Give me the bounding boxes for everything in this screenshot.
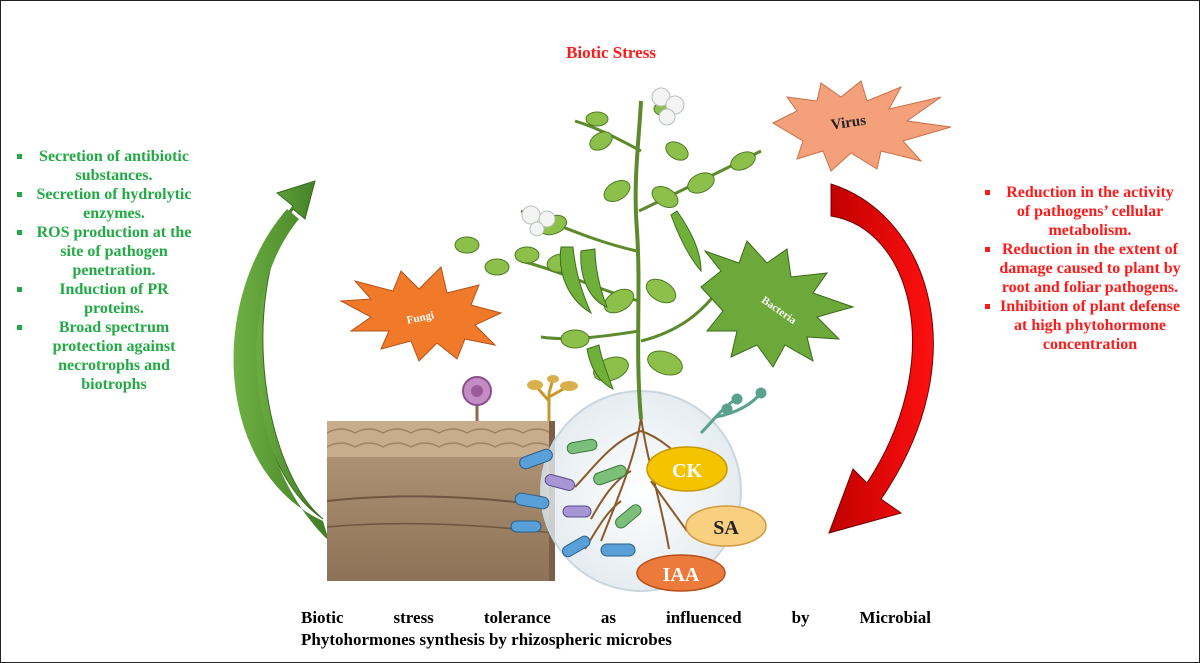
left-curved-arrow-body <box>233 209 329 541</box>
right-curved-arrow <box>828 183 934 534</box>
list-item: Reduction in the activity of pathogens’ … <box>985 183 1181 240</box>
list-item: ROS production at the site of pathogen p… <box>17 223 197 280</box>
list-item: Broad spectrum protection against necrot… <box>17 318 197 394</box>
sa-ellipse <box>685 505 767 547</box>
iaa-ellipse <box>636 554 726 592</box>
virus-burst <box>771 80 952 172</box>
figure-caption: Biotic stress tolerance as influenced by… <box>301 607 931 651</box>
sa-label: SA <box>713 517 739 539</box>
bacteria-burst <box>700 240 855 368</box>
list-item: Secretion of hydrolytic enzymes. <box>17 185 197 223</box>
flower-icon <box>521 87 685 237</box>
virus-label: Virus <box>830 113 867 134</box>
fungi-burst <box>339 266 503 362</box>
iaa-label: IAA <box>663 564 700 586</box>
fungi-label: Fungi <box>406 309 435 326</box>
pea-pods <box>559 210 702 391</box>
plant-leaves <box>454 101 756 382</box>
mushroom-icon <box>462 376 492 421</box>
list-item: Reduction in the extent of damage caused… <box>985 240 1181 297</box>
list-item: Induction of PR proteins. <box>17 280 197 318</box>
list-item: Secretion of antibiotic substances. <box>17 147 197 185</box>
actinomycete-icon <box>699 387 767 435</box>
pathogen-effects-list: Reduction in the activity of pathogens’ … <box>985 183 1181 354</box>
ck-label: CK <box>672 460 702 482</box>
caption-line-1: Biotic stress tolerance as influenced by… <box>301 608 931 627</box>
fungal-hyphae-icon <box>527 375 578 421</box>
ck-ellipse <box>646 446 728 492</box>
list-item: Inhibition of plant defense at high phyt… <box>985 297 1181 354</box>
rhizobacteria-group <box>510 438 642 558</box>
plant-defense-mechanisms-list: Secretion of antibiotic substances. Secr… <box>17 147 197 394</box>
caption-line-2: Phytohormones synthesis by rhizospheric … <box>301 630 672 649</box>
diagram-title: Biotic Stress <box>566 43 656 62</box>
